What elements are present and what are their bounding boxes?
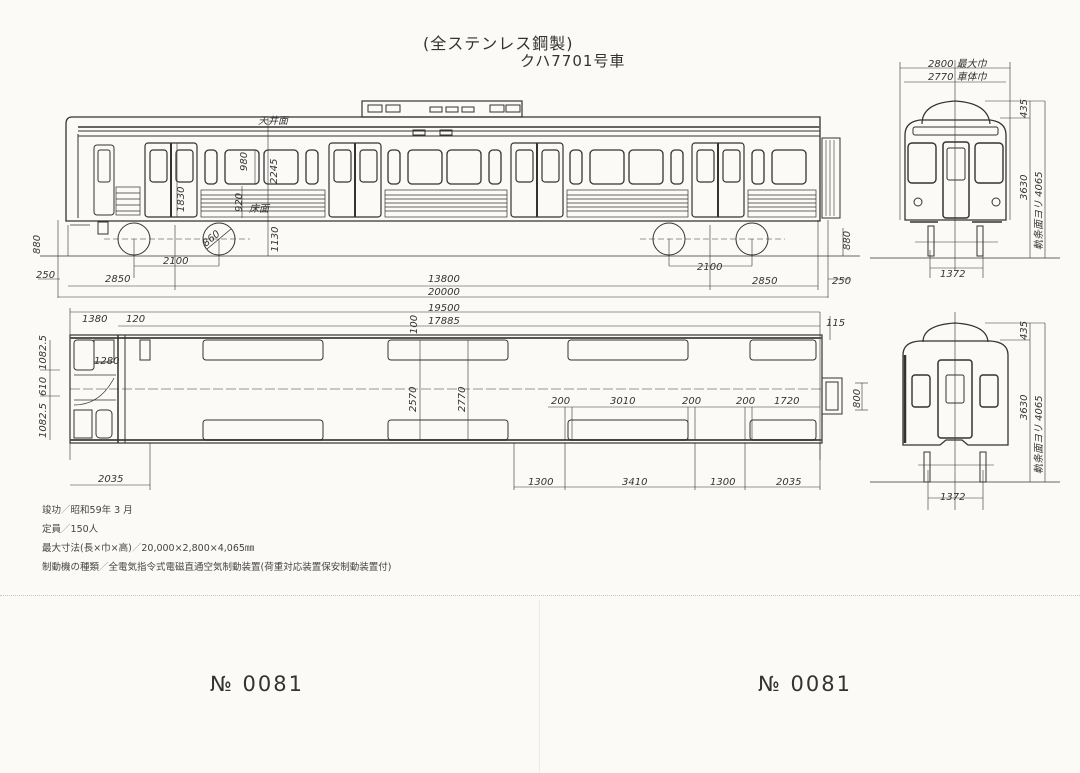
spec-row-completed: 竣功／昭和59年 3 月	[42, 502, 133, 516]
dim-truck-wb-left: 2100	[163, 256, 188, 267]
dim-door2: 1300	[710, 477, 735, 488]
dim-end-span: 2035	[776, 477, 801, 488]
dim-truck-centers: 13800	[428, 274, 460, 285]
technical-drawing: 天井面 980 2245 1830 920 床面 1130 860 880 88…	[32, 58, 1060, 510]
dim-truck-off-left: 2850	[105, 274, 130, 285]
dim-seat-short: 1720	[774, 396, 799, 407]
spec-row-brake: 制動機の種類／全電気指令式電磁直通空気制動装置(荷重対応装置保安制動装置付)	[42, 559, 391, 573]
spec-value: 20,000×2,800×4,065㎜	[141, 543, 255, 554]
spec-row-capacity: 定員／150人	[42, 521, 98, 535]
spec-label: 竣功	[42, 505, 62, 516]
dim-rear-gauge: 1372	[940, 492, 965, 503]
dim-end-right: 250	[832, 276, 851, 287]
spec-value: 昭和59年 3 月	[70, 505, 133, 516]
dim-floor: 床面	[249, 203, 271, 215]
dim-rear-roof-h: 435	[1019, 321, 1030, 340]
perforation-line	[0, 595, 1080, 596]
rear-view	[870, 312, 1060, 510]
serial-number-left: № 0081	[210, 672, 304, 696]
dim-gap3: 200	[736, 396, 755, 407]
stub-divider	[539, 600, 540, 773]
dim-ceiling-h: 2245	[269, 159, 280, 184]
dim-front-gauge: 1372	[940, 269, 965, 280]
dim-coupler-right: 880	[842, 231, 853, 250]
spec-value: 全電気指令式電磁直通空気制動装置(荷重対応装置保安制動装置付)	[108, 562, 392, 573]
plan-view	[40, 308, 868, 490]
dim-window-h: 980	[239, 152, 250, 171]
dim-cab-wall: 120	[126, 314, 145, 325]
dim-rear-total-h: 軌条面ヨリ 4065	[1033, 395, 1045, 474]
spec-sep: ／	[99, 562, 109, 573]
front-view	[870, 60, 1060, 278]
dim-body-length: 19500	[428, 303, 460, 314]
spec-row-dimensions: 最大寸法(長×巾×高)／20,000×2,800×4,065㎜	[42, 540, 254, 554]
dim-front-total-h: 軌条面ヨリ 4065	[1033, 171, 1045, 250]
dim-right-end: 115	[826, 318, 845, 329]
dim-cab-total: 2035	[98, 474, 123, 485]
spec-label: 制動機の種類	[42, 562, 100, 573]
dim-gap1: 200	[551, 396, 570, 407]
spec-sep: ／	[61, 524, 71, 535]
dim-width-upper: 1082.5	[38, 335, 49, 370]
dim-sill: 920	[234, 193, 245, 212]
dim-outer-width: 2770	[457, 387, 468, 412]
dim-roof: 天井面	[258, 115, 290, 127]
dim-front-roof-h: 435	[1019, 99, 1030, 118]
dim-width-lower: 1082.5	[38, 403, 49, 438]
side-view	[38, 100, 860, 298]
spec-value: 150人	[70, 524, 99, 535]
dim-coupler-left: 880	[32, 235, 43, 254]
dim-cab-seat: 1280	[94, 356, 119, 367]
dim-width-mid: 610	[38, 377, 49, 396]
dim-front-body-h: 3630	[1019, 175, 1030, 200]
dim-inner-width: 2570	[408, 387, 419, 412]
dim-overall-length: 20000	[428, 287, 460, 298]
serial-number-right: № 0081	[758, 672, 852, 696]
dim-door1: 1300	[528, 477, 553, 488]
dim-truck-wb-right: 2100	[697, 262, 722, 273]
dim-door-h: 1830	[176, 187, 187, 212]
dim-wheel: 860	[201, 229, 223, 250]
dim-seat-long: 3010	[610, 396, 635, 407]
spec-sep: ／	[131, 543, 142, 554]
dim-body-width: 2770 車体巾	[928, 71, 988, 83]
dim-truck-off-right: 2850	[752, 276, 777, 287]
dim-span: 3410	[622, 477, 647, 488]
spec-label: 最大寸法(長×巾×高)	[42, 543, 132, 554]
spec-label: 定員	[42, 524, 62, 535]
spec-sep: ／	[61, 505, 71, 516]
dim-end-left: 250	[36, 270, 55, 281]
drawing-title: (全ステンレス鋼製)	[423, 34, 574, 53]
dim-cab-length: 1380	[82, 314, 107, 325]
dim-gangway: 800	[852, 389, 863, 408]
dim-rear-body-h: 3630	[1019, 395, 1030, 420]
dim-wall-thick: 100	[409, 315, 420, 334]
dim-floor-h: 1130	[270, 227, 281, 252]
dim-interior-length: 17885	[428, 316, 460, 327]
dim-gap2: 200	[682, 396, 701, 407]
dim-max-width: 2800 最大巾	[928, 58, 988, 70]
car-number: クハ7701号車	[520, 52, 626, 70]
